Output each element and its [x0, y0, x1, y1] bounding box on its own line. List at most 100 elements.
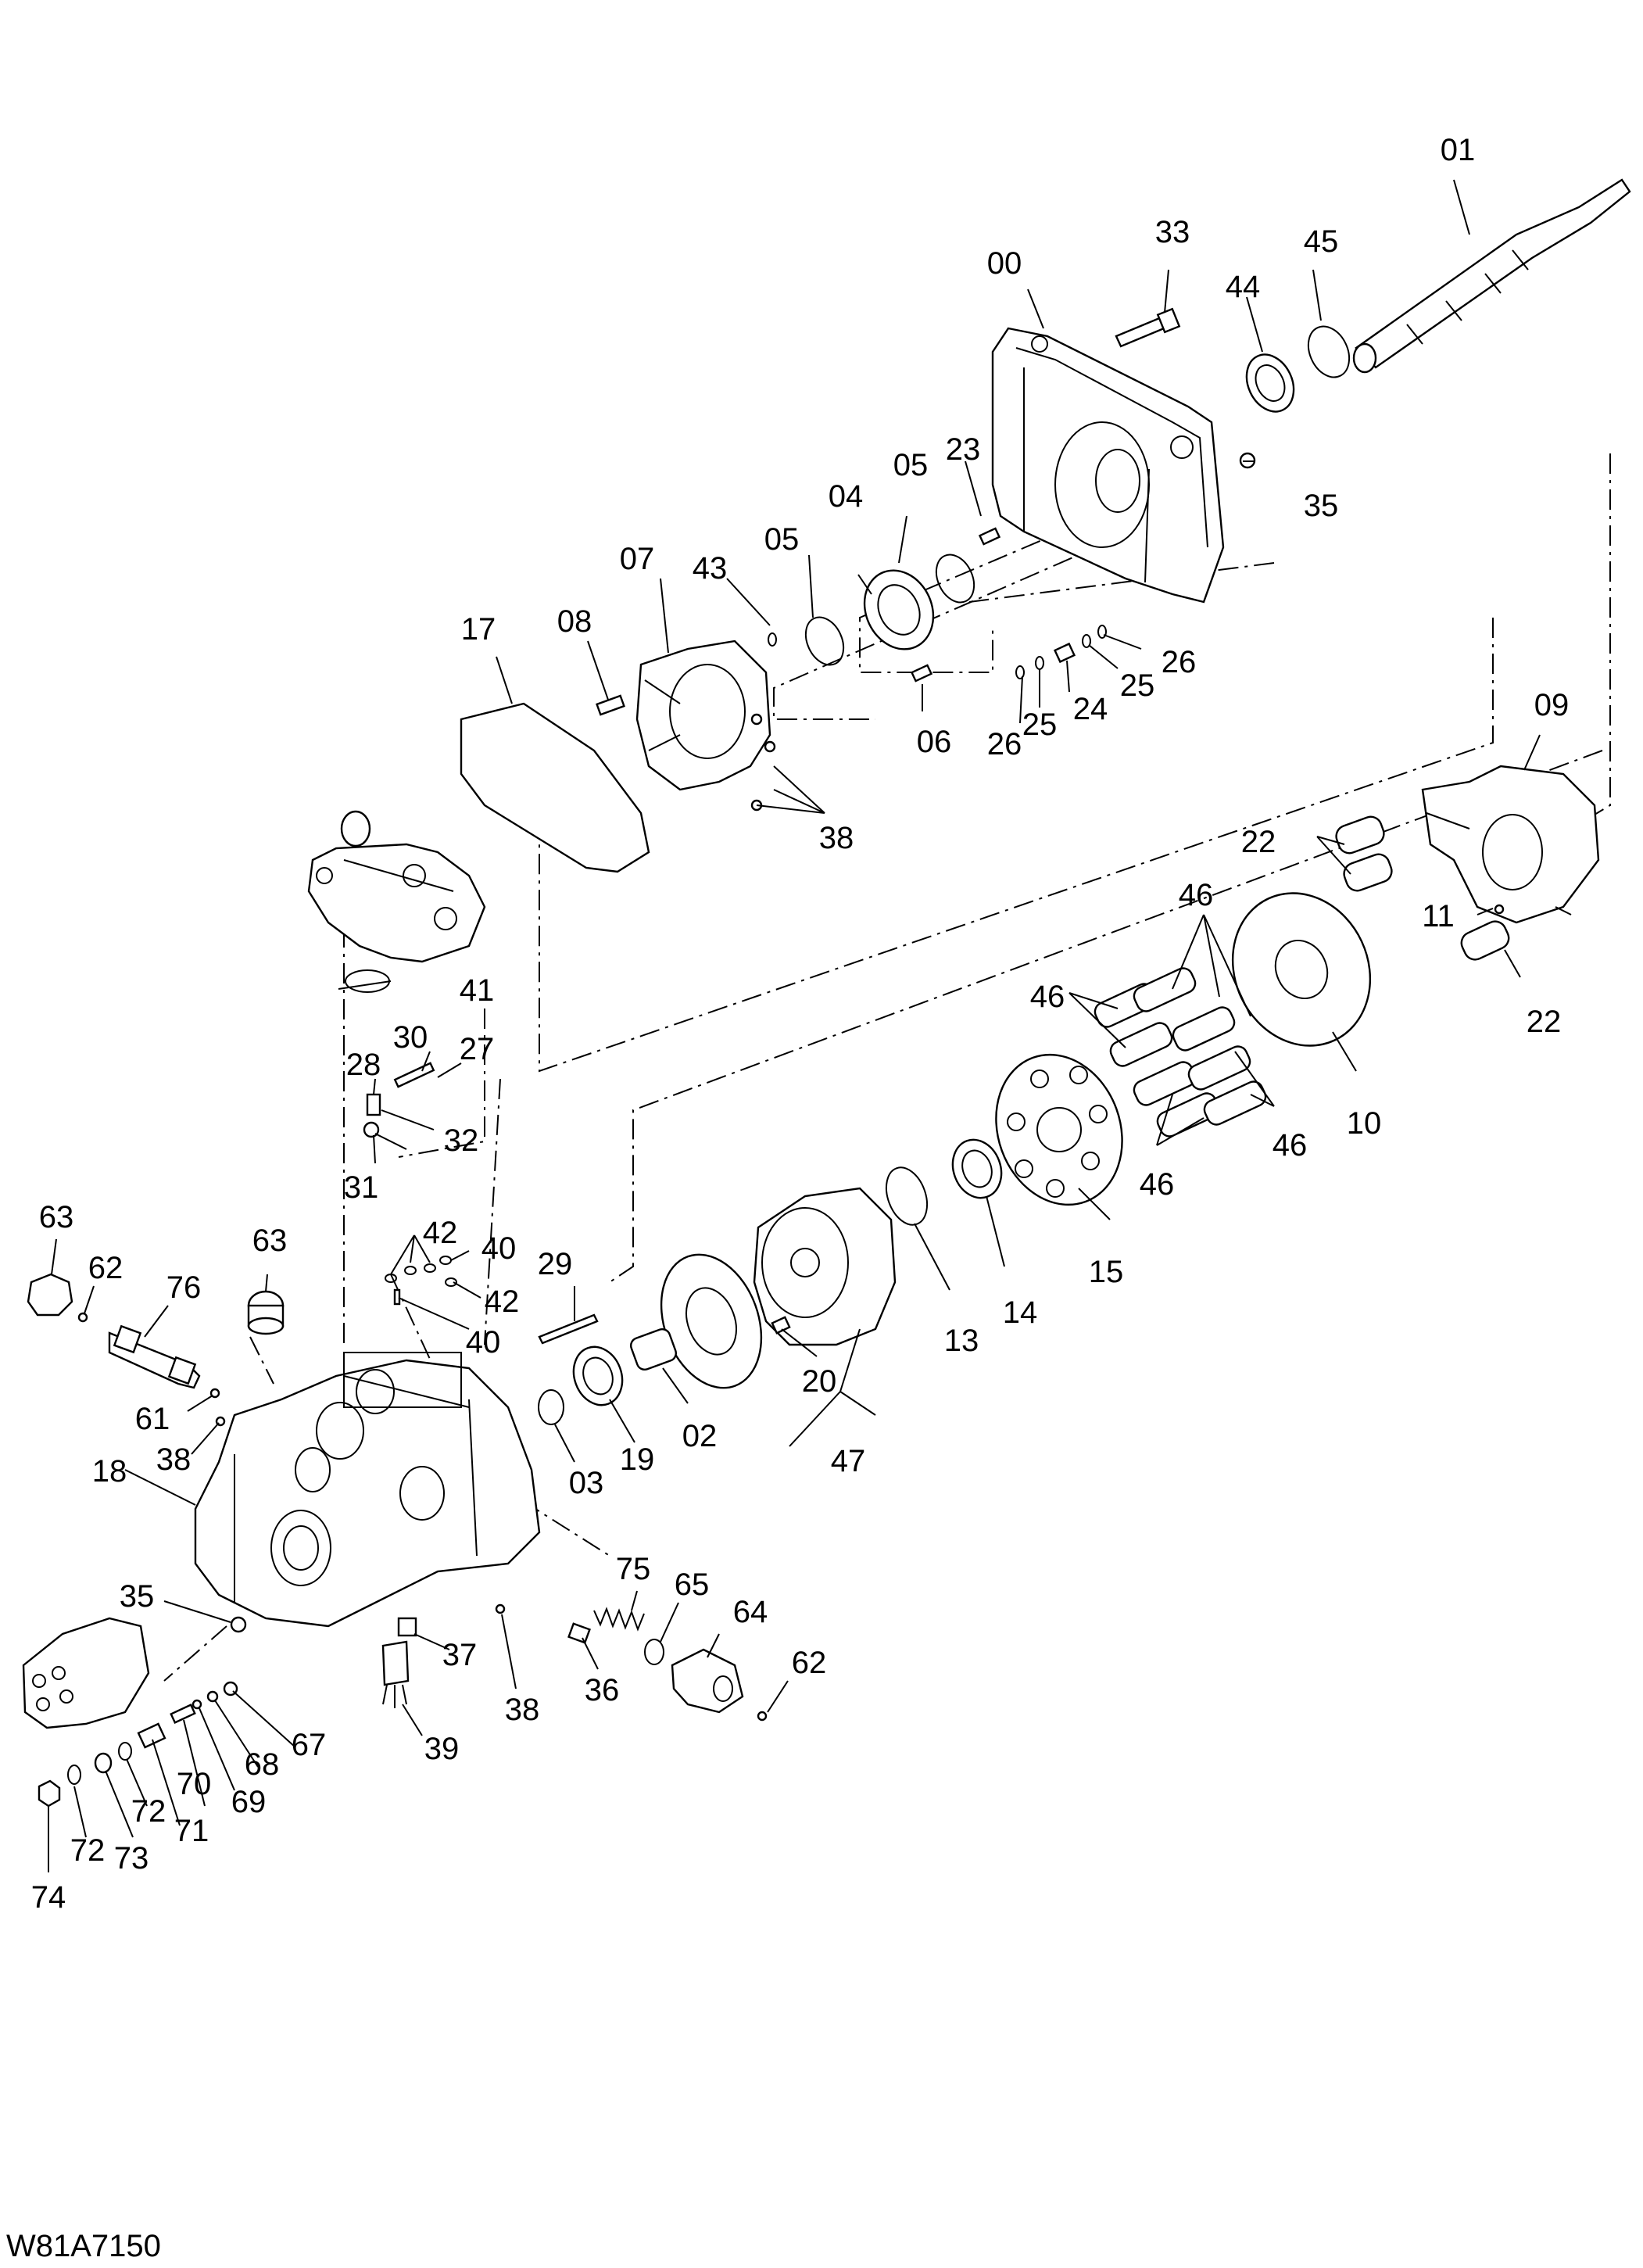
piston-shoes-46	[1094, 967, 1267, 1138]
part-label-p06: 06	[917, 725, 952, 759]
snap-ring-45	[1307, 325, 1351, 378]
leader-lines	[48, 179, 1541, 1872]
feedback-link	[363, 1062, 435, 1150]
part-label-p04: 04	[829, 479, 864, 514]
part-label-p76: 76	[166, 1270, 202, 1305]
part-label-p30: 30	[393, 1020, 428, 1055]
part-label-p40a: 40	[481, 1231, 517, 1266]
part-label-p08: 08	[557, 604, 592, 639]
part-label-p22a: 22	[1241, 825, 1276, 859]
part-label-p71: 71	[174, 1814, 209, 1848]
part-label-p10: 10	[1347, 1106, 1382, 1141]
part-label-p03: 03	[569, 1466, 604, 1500]
part-label-p09: 09	[1534, 688, 1570, 722]
part-label-p35b: 35	[120, 1579, 155, 1614]
part-label-p07: 07	[620, 542, 655, 576]
sensor-39	[381, 1617, 417, 1708]
part-label-p05a: 05	[764, 522, 800, 557]
part-label-p27: 27	[460, 1032, 495, 1066]
part-label-p46c: 46	[1273, 1128, 1308, 1163]
part-label-p28: 28	[346, 1048, 381, 1082]
small-pins-and-seals	[768, 452, 1256, 683]
swash-plate-10	[1231, 892, 1372, 1047]
plug-63-left	[27, 1273, 73, 1317]
ring-05-right	[935, 554, 975, 604]
o-ring-03	[538, 1389, 564, 1425]
part-label-p26b: 26	[1162, 645, 1197, 679]
ball-38-right	[495, 1603, 506, 1614]
part-label-p23: 23	[946, 432, 981, 467]
spring-75	[593, 1607, 645, 1632]
regulator-valve	[307, 810, 486, 963]
part-label-p45: 45	[1304, 224, 1339, 259]
part-label-p19: 19	[620, 1442, 655, 1477]
part-label-p41: 41	[460, 973, 495, 1008]
part-label-p22b: 22	[1527, 1005, 1562, 1039]
part-label-p61: 61	[135, 1402, 170, 1436]
part-label-p63a: 63	[39, 1200, 74, 1234]
needle-bearing-19	[572, 1345, 624, 1406]
part-label-p73: 73	[114, 1841, 149, 1876]
bushing-02	[630, 1327, 677, 1371]
bolt-33	[1115, 307, 1181, 348]
seal-ring-44	[1245, 353, 1295, 413]
part-label-p15: 15	[1089, 1255, 1124, 1289]
part-label-p62b: 62	[792, 1646, 827, 1680]
part-label-p72b: 72	[131, 1794, 166, 1829]
part-label-p32: 32	[444, 1123, 479, 1158]
plug-35-left	[230, 1616, 247, 1633]
part-label-p29: 29	[538, 1247, 573, 1281]
o-rings-40-42	[385, 1256, 457, 1306]
part-label-p67: 67	[292, 1728, 327, 1762]
part-label-p37: 37	[442, 1638, 478, 1672]
drawing-code: W81A7150	[6, 2229, 161, 2263]
part-label-p63b: 63	[252, 1224, 288, 1258]
valve-block-18	[194, 1352, 541, 1628]
part-label-p25b: 25	[1120, 668, 1155, 703]
part-label-p36: 36	[585, 1673, 620, 1707]
part-label-p42b: 42	[485, 1284, 520, 1319]
cap-64	[671, 1648, 744, 1714]
part-label-p75: 75	[616, 1552, 651, 1586]
part-label-p33: 33	[1155, 215, 1190, 249]
servo-pistons-22	[1335, 815, 1510, 961]
part-label-p11: 11	[1422, 899, 1455, 933]
part-label-p65: 65	[675, 1568, 710, 1602]
part-label-p00: 00	[987, 246, 1022, 281]
part-label-p17: 17	[461, 612, 496, 647]
valve-plate	[660, 1253, 763, 1389]
part-label-p46b: 46	[1030, 980, 1065, 1014]
gear-pump	[22, 1617, 150, 1729]
part-label-p24: 24	[1073, 692, 1108, 726]
plug-62-left	[77, 1312, 88, 1323]
part-label-p62a: 62	[88, 1251, 123, 1285]
retainer-plate-15	[995, 1053, 1123, 1206]
rod-29	[538, 1313, 599, 1345]
housing-flange	[991, 327, 1225, 604]
swash-cradle-07	[635, 640, 776, 812]
part-label-p42a: 42	[423, 1216, 458, 1250]
part-label-p14: 14	[1003, 1295, 1038, 1330]
part-label-p38b: 38	[156, 1442, 192, 1477]
plug-36	[567, 1622, 591, 1644]
part-label-p64: 64	[733, 1595, 768, 1629]
o-ring-41	[345, 969, 390, 993]
plug-62-right	[757, 1711, 768, 1722]
part-label-p26a: 26	[987, 727, 1022, 761]
part-label-p01: 01	[1441, 133, 1476, 167]
part-label-p18: 18	[92, 1454, 127, 1489]
cylinder-block	[753, 1187, 897, 1346]
part-label-p38a: 38	[819, 821, 854, 855]
part-label-p13: 13	[944, 1324, 979, 1358]
part-label-p44: 44	[1226, 270, 1261, 304]
part-label-p72a: 72	[70, 1833, 106, 1868]
bearing-04	[863, 569, 935, 650]
part-label-p35a: 35	[1304, 489, 1339, 523]
drive-shaft	[1352, 178, 1631, 374]
ring-13	[885, 1166, 929, 1226]
ring-05-left	[804, 616, 845, 666]
part-label-p68: 68	[245, 1747, 280, 1782]
